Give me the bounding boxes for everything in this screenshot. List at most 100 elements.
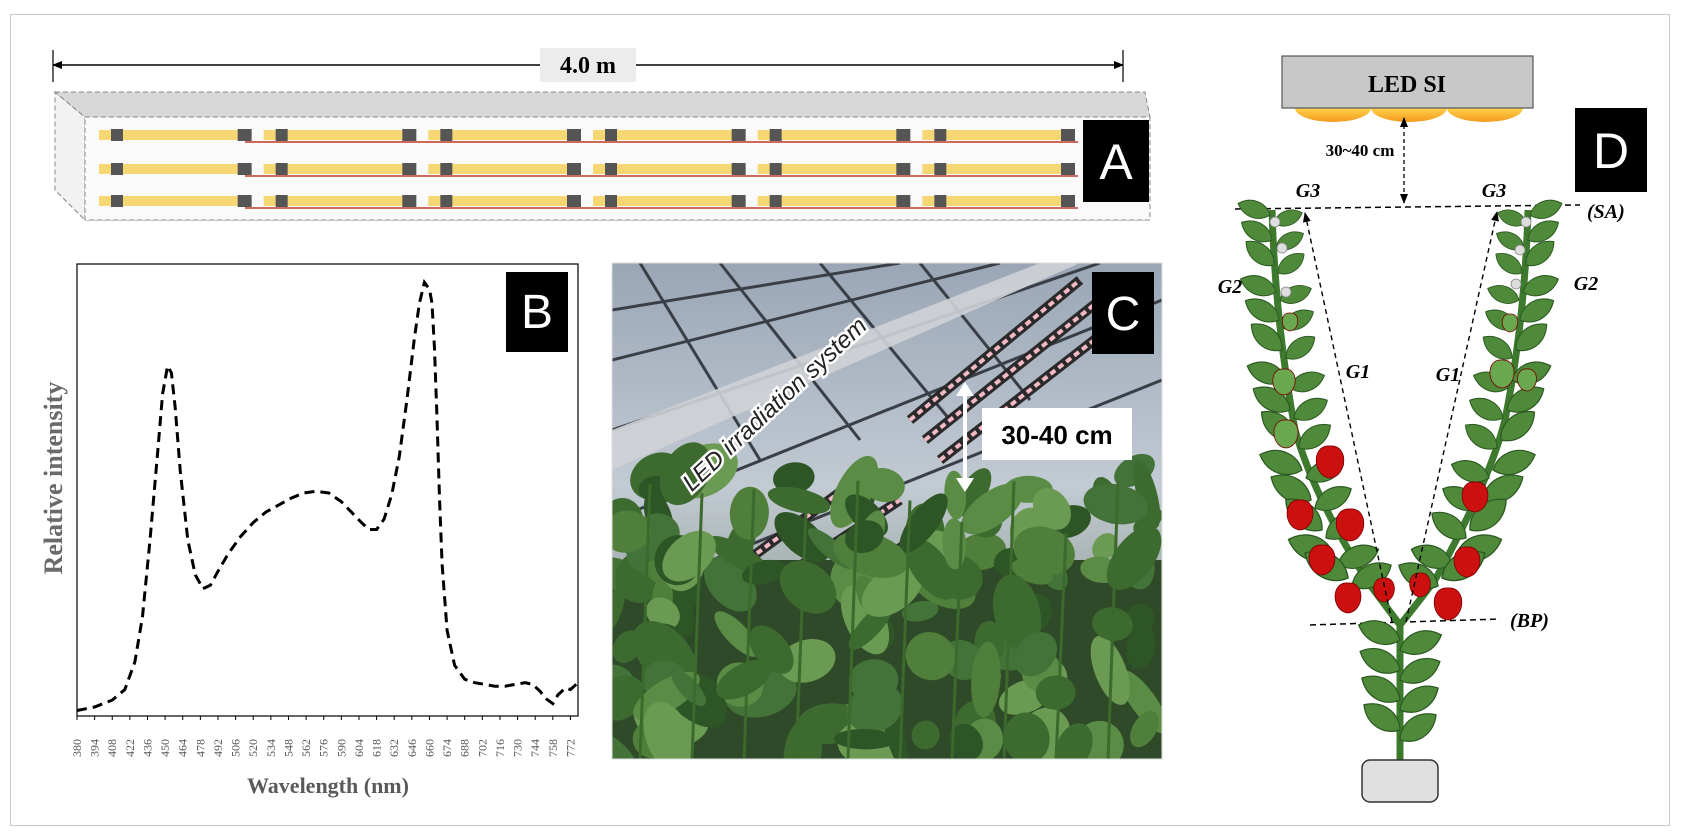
strip-connector (275, 163, 288, 175)
led-strip-segment (99, 164, 246, 174)
strip-connector (111, 129, 123, 141)
x-tick-label: 716 (493, 739, 507, 757)
strip-connector (1061, 129, 1075, 141)
channel-lip (53, 91, 1151, 118)
lamp-glow-1 (1295, 108, 1371, 122)
x-tick-label: 408 (105, 739, 119, 757)
strip-connector (934, 195, 947, 207)
strip-connector (111, 163, 123, 175)
strip-connector (896, 163, 911, 175)
flower-bud (1510, 278, 1522, 290)
red-pepper-fruit (1334, 582, 1362, 614)
leaf (992, 574, 1042, 651)
leaf (659, 442, 712, 506)
led-strip-segment (593, 164, 740, 174)
strip-connector (605, 129, 617, 141)
leaf (1359, 647, 1401, 674)
led-strip-rows (99, 129, 1078, 209)
led-bar-lights (938, 318, 1122, 462)
leaf (1293, 397, 1328, 421)
plant-stem (1106, 482, 1120, 759)
leaf (1285, 335, 1316, 360)
led-strip-segment (428, 164, 575, 174)
led-strip-segment (428, 196, 575, 206)
strip-connector (237, 163, 252, 175)
panel-c: LED irradiation system 30-40 cm C (611, 262, 1163, 760)
strip-connector (1061, 195, 1075, 207)
x-tick-label: 422 (123, 739, 137, 757)
red-pepper-fruit (1315, 445, 1345, 479)
led-bar-lights (908, 278, 1082, 422)
leaf (779, 560, 837, 614)
leaf (1469, 498, 1507, 532)
photo-border (611, 262, 1163, 760)
leaf (830, 455, 879, 528)
strip-connector (402, 195, 417, 207)
strip-connector (440, 163, 453, 175)
strip-connector (896, 195, 911, 207)
flower-bud (1280, 286, 1292, 298)
support-beam (612, 263, 1080, 470)
leaf (1482, 335, 1513, 360)
leaf (1259, 449, 1303, 476)
leaf (612, 731, 638, 759)
leaf (1239, 275, 1277, 297)
x-tick-label: 436 (140, 739, 154, 757)
x-tick-label: 380 (70, 739, 84, 757)
distance-label-bg (982, 408, 1132, 460)
plant-stem (1002, 481, 1016, 759)
x-tick-label: 688 (458, 739, 472, 757)
leaf (1500, 411, 1536, 442)
leaf (1487, 285, 1520, 304)
bp-label: (BP) (1510, 610, 1549, 632)
led-strip-segment (263, 130, 411, 140)
x-tick-label: 450 (158, 739, 172, 757)
flower-bud (1269, 216, 1281, 228)
red-pepper-fruit (1433, 587, 1463, 621)
green-pepper-fruit (1501, 313, 1519, 333)
x-tick-label: 548 (281, 739, 295, 757)
leaf (911, 720, 940, 750)
x-tick-label: 674 (440, 739, 454, 757)
leaf (899, 493, 948, 553)
leaf (1298, 423, 1332, 450)
leaf (671, 670, 706, 707)
strip-connector (237, 195, 252, 207)
led-strip-segment (757, 196, 905, 206)
leaf (1515, 323, 1548, 352)
red-pepper-fruit (1453, 546, 1481, 578)
leaf (1527, 220, 1560, 243)
flower-bud (1276, 242, 1288, 254)
leaf (1003, 712, 1050, 759)
led-strip-segment (922, 130, 1069, 140)
strip-connector (567, 163, 581, 175)
plant-pot (1361, 759, 1439, 803)
leaf (612, 675, 645, 721)
panel-d-label: D (1593, 123, 1629, 179)
leaf (1083, 483, 1148, 525)
led-strip-segment (593, 130, 740, 140)
leaf (1035, 675, 1076, 710)
strip-connector (567, 195, 581, 207)
green-pepper-fruit (1517, 368, 1537, 392)
plant-stem (690, 493, 704, 759)
strip-connector (731, 195, 746, 207)
leaf (948, 723, 983, 759)
g3-right-label: G3 (1482, 180, 1506, 202)
spectrum-series-line (76, 278, 580, 712)
leaf (1519, 298, 1555, 323)
sa-label: (SA) (1587, 201, 1625, 223)
panel-d: LED SI 30~40 cm D (SA) (BP) G3 G3 G2 G2 … (1218, 55, 1647, 803)
leaf (1469, 397, 1504, 421)
x-tick-label: 758 (546, 739, 560, 757)
leaf (1032, 488, 1072, 530)
g2-right-label: G2 (1574, 273, 1598, 295)
lamp-body (1281, 55, 1534, 109)
leaf (1525, 240, 1555, 267)
red-pepper-fruit (1308, 544, 1336, 576)
led-strip-segment (922, 164, 1069, 174)
strip-connector (605, 195, 617, 207)
green-pepper-fruit (1281, 312, 1299, 332)
leaf (1289, 371, 1326, 393)
leaf (971, 641, 1001, 718)
